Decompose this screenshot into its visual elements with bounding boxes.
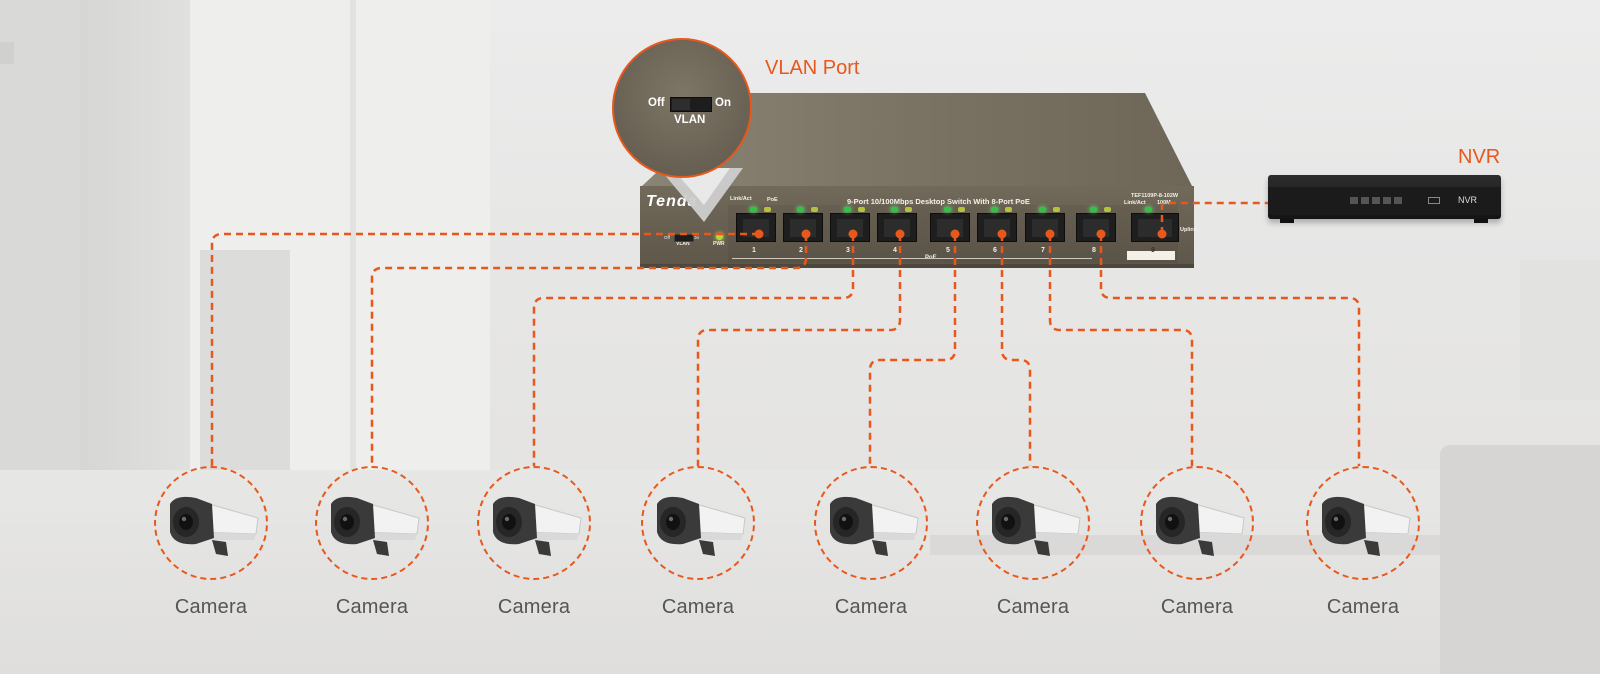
link-port7-to-camera-7: [1048, 234, 1194, 466]
link-port6-to-camera-6: [1000, 234, 1032, 466]
port-led-3: [844, 207, 851, 212]
camera-icon: [170, 496, 259, 556]
link-port4-to-camera-4: [696, 234, 902, 466]
background-wall-plate: [0, 42, 14, 64]
port-led-8: [1090, 207, 1097, 212]
switch-port-number: 7: [1041, 247, 1045, 254]
background-window-frame: [350, 0, 356, 470]
background-cabinet: [200, 250, 290, 480]
background-chair: [1440, 445, 1600, 674]
switch-port-number: 1: [752, 247, 756, 254]
camera-icon: [992, 496, 1081, 556]
vlan-port-annotation: VLAN Port: [765, 57, 860, 79]
link-port3-to-camera-3: [532, 234, 855, 466]
switch-model-number: TEF1109P-8-102W: [1131, 193, 1179, 199]
switch-port-number: 6: [993, 247, 997, 254]
camera-label: Camera: [834, 596, 908, 618]
port-poe-led-3: [858, 207, 865, 212]
camera-icon: [830, 496, 919, 556]
port-led-6: [991, 207, 998, 212]
background-shelf: [1520, 260, 1600, 400]
switch-vlan-small: VLAN: [676, 241, 690, 247]
switch-linkact-left: Link/Act: [730, 196, 752, 202]
switch-on-small: On: [693, 235, 700, 240]
camera-icon: [493, 496, 582, 556]
camera-label: Camera: [661, 596, 735, 618]
switch-pwr-label: PWR: [713, 241, 725, 247]
camera-2: [315, 466, 429, 580]
nvr-foot-left: [1280, 219, 1294, 223]
switch-speed: 100M: [1157, 200, 1171, 206]
vlan-toggle-knob: [672, 99, 690, 110]
switch-off-small: Off: [664, 235, 670, 240]
link-uplink-to-nvr: [1160, 201, 1268, 234]
camera-label: Camera: [335, 596, 409, 618]
switch-port-5: [930, 213, 970, 242]
port-poe-led-1: [764, 207, 771, 212]
camera-icon: [331, 496, 420, 556]
link-port2-to-camera-2: [370, 234, 808, 466]
camera-6: [976, 466, 1090, 580]
camera-8: [1306, 466, 1420, 580]
port-led-9: [1145, 207, 1152, 212]
port-poe-led-7: [1053, 207, 1060, 212]
port-poe-led-8: [1104, 207, 1111, 212]
camera-icon: [657, 496, 746, 556]
camera-7: [1140, 466, 1254, 580]
vlan-callout-on: On: [715, 97, 731, 109]
camera-label: Camera: [497, 596, 571, 618]
nvr-device: NVR: [1268, 175, 1501, 223]
port-led-4: [891, 207, 898, 212]
switch-port-8: [1076, 213, 1116, 242]
switch-poe-top: PoE: [767, 197, 778, 203]
vlan-callout-off: Off: [648, 97, 665, 109]
pwr-led: [716, 233, 723, 240]
nvr-annotation: NVR: [1458, 146, 1501, 168]
camera-icon: [1156, 496, 1245, 556]
camera-1: [154, 466, 268, 580]
nvr-device-label: NVR: [1458, 195, 1478, 205]
nvr-buttons: [1350, 197, 1402, 204]
camera-label: Camera: [1326, 596, 1400, 618]
switch-port-number: 8: [1092, 247, 1096, 254]
port-poe-led-2: [811, 207, 818, 212]
camera-4: [641, 466, 755, 580]
camera-label: Camera: [996, 596, 1070, 618]
switch-port-number: 3: [846, 247, 850, 254]
vlan-toggle: [670, 97, 712, 112]
port-poe-led-5: [958, 207, 965, 212]
camera-5: [814, 466, 928, 580]
vlan-callout-label: VLAN: [674, 114, 706, 126]
port-led-7: [1039, 207, 1046, 212]
switch-uplink: Uplink: [1180, 227, 1197, 233]
port-led-5: [944, 207, 951, 212]
switch-port-number: 9: [1151, 247, 1155, 254]
poe-bracket-line: [732, 258, 1092, 259]
link-port5-to-camera-5: [868, 234, 957, 466]
port-poe-led-6: [1005, 207, 1012, 212]
camera-label: Camera: [174, 596, 248, 618]
nvr-foot-right: [1474, 219, 1488, 223]
nvr-usb-port: [1428, 197, 1440, 204]
port9-label-box: [1127, 251, 1175, 260]
switch-port-number: 5: [946, 247, 950, 254]
port-poe-led-4: [905, 207, 912, 212]
switch-model-title: 9-Port 10/100Mbps Desktop Switch With 8-…: [847, 197, 1030, 206]
port-led-2: [797, 207, 804, 212]
vlan-callout-circle: Off On VLAN: [612, 38, 752, 178]
port-led-1: [750, 207, 757, 212]
camera-3: [477, 466, 591, 580]
switch-linkact-right: Link/Act: [1124, 200, 1146, 206]
camera-label: Camera: [1160, 596, 1234, 618]
link-vlan-to-camera-1: [210, 232, 759, 466]
camera-icon: [1322, 496, 1411, 556]
switch-port-number: 4: [893, 247, 897, 254]
switch-port-number: 2: [799, 247, 803, 254]
